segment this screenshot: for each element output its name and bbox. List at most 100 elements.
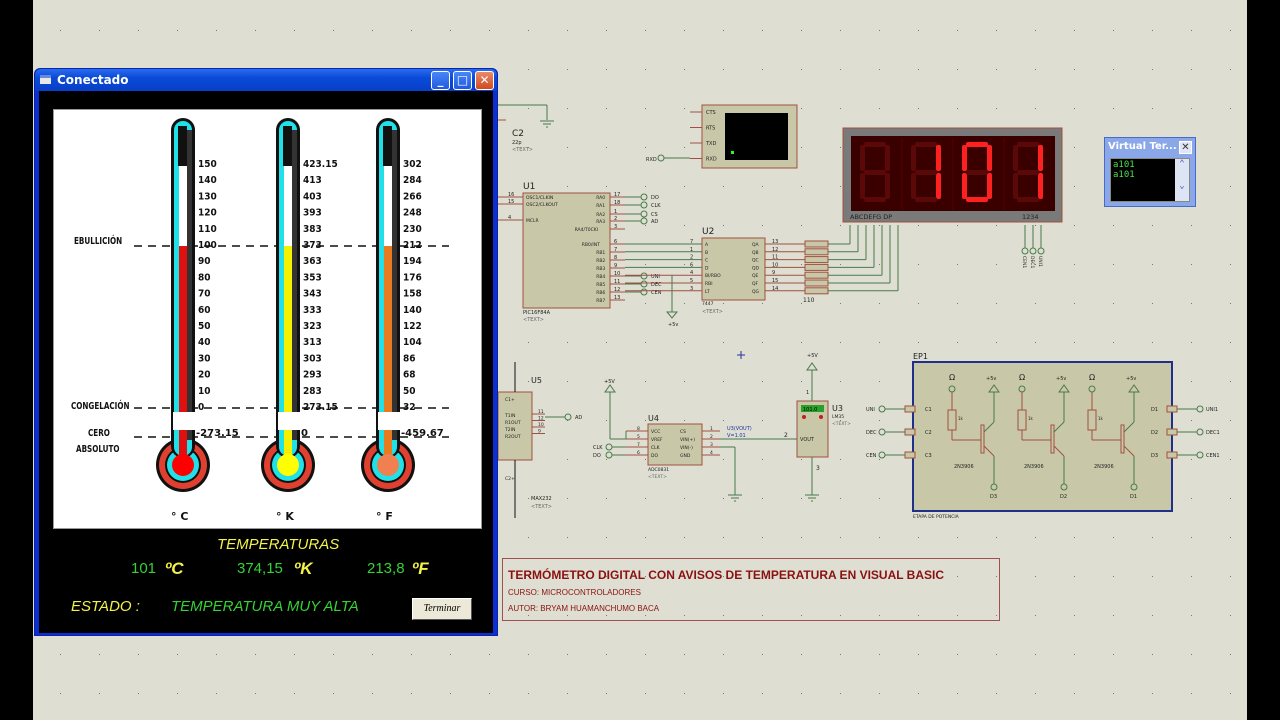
grid-dot bbox=[645, 654, 646, 655]
unit-label: ° K bbox=[276, 510, 294, 523]
grid-dot bbox=[684, 615, 685, 616]
u1-text: <TEXT> bbox=[523, 317, 544, 323]
ep1-output: D1 bbox=[1151, 407, 1158, 413]
project-title: TERMÓMETRO DIGITAL CON AVISOS DE TEMPERA… bbox=[508, 568, 945, 582]
abs-zero-tick: -459.67 bbox=[401, 428, 444, 439]
grid-dot bbox=[333, 30, 334, 31]
transistor-label: 2N3906 bbox=[1094, 464, 1114, 470]
supply-icon bbox=[665, 311, 679, 319]
grid-dot bbox=[1113, 537, 1114, 538]
grid-dot bbox=[723, 693, 724, 694]
grid-dot bbox=[801, 576, 802, 577]
u4-text: <TEXT> bbox=[648, 474, 667, 480]
display-segment bbox=[1013, 145, 1018, 171]
close-button[interactable]: ✕ bbox=[475, 71, 494, 90]
grid-dot bbox=[1074, 342, 1075, 343]
grid-dot bbox=[1230, 654, 1231, 655]
probe-terminal bbox=[1196, 451, 1204, 459]
grid-dot bbox=[1230, 30, 1231, 31]
chevron-up-icon[interactable]: ⌃ bbox=[1179, 159, 1185, 169]
chevron-down-icon[interactable]: ⌄ bbox=[1179, 181, 1185, 191]
resistor bbox=[804, 256, 829, 264]
probe-terminal bbox=[1196, 405, 1204, 413]
grid-dot bbox=[99, 693, 100, 694]
grid-dot bbox=[567, 459, 568, 460]
grid-dot bbox=[840, 498, 841, 499]
wire bbox=[1053, 421, 1065, 433]
grid-dot bbox=[1230, 381, 1231, 382]
tick-label: 302 bbox=[403, 159, 422, 170]
grid-dot bbox=[996, 264, 997, 265]
close-icon: ✕ bbox=[479, 73, 490, 87]
grid-dot bbox=[723, 459, 724, 460]
grid-dot bbox=[1230, 420, 1231, 421]
grid-dot bbox=[528, 30, 529, 31]
terminate-button[interactable]: Terminar bbox=[412, 598, 472, 620]
grid-dot bbox=[99, 30, 100, 31]
grid-dot bbox=[762, 186, 763, 187]
display-segment bbox=[860, 173, 865, 199]
grid-dot bbox=[567, 342, 568, 343]
grid-dot bbox=[1191, 264, 1192, 265]
tick-label: 423.15 bbox=[303, 159, 338, 170]
grid-dot bbox=[840, 303, 841, 304]
grid-dot bbox=[1152, 537, 1153, 538]
grid-dot bbox=[996, 342, 997, 343]
terminal-cursor bbox=[731, 151, 734, 154]
u5-pin: T2IN bbox=[504, 427, 515, 433]
grid-dot bbox=[957, 615, 958, 616]
virtual-terminal-title: Virtual Ter... bbox=[1108, 141, 1177, 152]
grid-dot bbox=[1191, 381, 1192, 382]
grid-dot bbox=[1191, 576, 1192, 577]
terminal-output: a101 a101 ⌃ ⌄ bbox=[1110, 158, 1190, 202]
collector-label: D2 bbox=[1060, 494, 1067, 500]
grid-dot bbox=[1074, 693, 1075, 694]
pin-number: 10 bbox=[614, 271, 620, 277]
grid-dot bbox=[801, 615, 802, 616]
pin-number: 11 bbox=[772, 255, 778, 261]
resistor-value: 1k bbox=[958, 416, 964, 421]
virtual-terminal-window[interactable]: Virtual Ter... ✕ a101 a101 ⌃ ⌄ bbox=[1104, 137, 1196, 207]
display-segment bbox=[864, 197, 886, 202]
grid-dot bbox=[879, 459, 880, 460]
grid-dot bbox=[957, 576, 958, 577]
resistor-value: 1k bbox=[1098, 416, 1104, 421]
grid-dot bbox=[138, 30, 139, 31]
grid-dot bbox=[528, 654, 529, 655]
maximize-button[interactable]: □ bbox=[453, 71, 472, 90]
minimize-icon: _ bbox=[437, 73, 444, 87]
pin-number: 3 bbox=[710, 442, 713, 448]
tick-label: 373 bbox=[303, 240, 322, 251]
grid-dot bbox=[606, 69, 607, 70]
scale-ticks bbox=[292, 130, 297, 440]
grid-dot bbox=[645, 342, 646, 343]
minimize-button[interactable]: _ bbox=[431, 71, 450, 90]
title-bar[interactable]: Conectado _ □ ✕ bbox=[35, 69, 497, 91]
grid-dot bbox=[1152, 654, 1153, 655]
grid-dot bbox=[1074, 30, 1075, 31]
c2-value: 22p bbox=[512, 140, 522, 146]
grid-dot bbox=[567, 186, 568, 187]
tick-label: 343 bbox=[303, 289, 322, 300]
u3-pin: VOUT bbox=[800, 437, 815, 443]
tick-label: 150 bbox=[198, 159, 217, 170]
tick-label: 140 bbox=[403, 305, 422, 316]
terminal-line: a101 bbox=[1113, 170, 1135, 180]
grid-dot bbox=[723, 615, 724, 616]
pin-number: 4 bbox=[690, 270, 693, 276]
grid-dot bbox=[606, 693, 607, 694]
scrollbar[interactable]: ⌃ ⌄ bbox=[1175, 159, 1189, 201]
probe-label: CEN1 bbox=[1206, 453, 1220, 459]
absolute-zero-label: ABSOLUTO bbox=[76, 444, 120, 455]
u1-pin: OSC1/CLKIN bbox=[526, 195, 553, 201]
close-icon[interactable]: ✕ bbox=[1179, 141, 1192, 154]
c2-ref: C2 bbox=[512, 129, 524, 139]
grid-dot bbox=[606, 186, 607, 187]
supply-label: +5v bbox=[668, 322, 678, 328]
status-value: TEMPERATURA MUY ALTA bbox=[171, 598, 359, 615]
grid-dot bbox=[801, 69, 802, 70]
grid-dot bbox=[918, 303, 919, 304]
ep1-power-stage bbox=[912, 361, 1173, 512]
tick-label: 383 bbox=[303, 224, 322, 235]
